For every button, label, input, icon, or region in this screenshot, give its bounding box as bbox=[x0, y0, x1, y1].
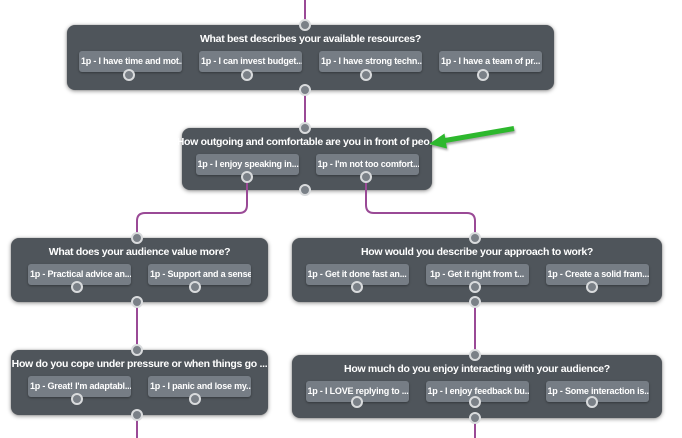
connector-endpoint[interactable] bbox=[469, 349, 481, 361]
answer-button[interactable]: 1p - I have strong techn... bbox=[319, 51, 422, 72]
connector-endpoint[interactable] bbox=[241, 171, 253, 183]
connector-endpoint[interactable] bbox=[299, 122, 311, 134]
connector-endpoint[interactable] bbox=[351, 281, 363, 293]
connector-endpoint[interactable] bbox=[469, 296, 481, 308]
question-title: How do you cope under pressure or when t… bbox=[11, 358, 268, 370]
question-title: How would you describe your approach to … bbox=[360, 246, 594, 258]
connector-endpoint[interactable] bbox=[299, 184, 311, 196]
answers-row: 1p - I have time and mot... 1p - I can i… bbox=[79, 51, 542, 72]
question-title: What best describes your available resou… bbox=[199, 33, 422, 45]
connector-endpoint[interactable] bbox=[469, 281, 481, 293]
connector-endpoint[interactable] bbox=[131, 409, 143, 421]
question-node-interaction[interactable]: How much do you enjoy interacting with y… bbox=[292, 355, 662, 418]
answer-button[interactable]: 1p - I enjoy feedback bu... bbox=[425, 381, 529, 402]
connector-endpoint[interactable] bbox=[360, 69, 372, 81]
connector-endpoint[interactable] bbox=[360, 171, 372, 183]
answer-button[interactable]: 1p - I LOVE replying to ... bbox=[305, 381, 409, 402]
answer-button[interactable]: 1p - Get it right from t... bbox=[425, 264, 529, 285]
connector-endpoint[interactable] bbox=[586, 281, 598, 293]
connector-endpoint[interactable] bbox=[189, 393, 201, 405]
answer-button[interactable]: 1p - Create a solid fram... bbox=[545, 264, 649, 285]
connector-endpoint[interactable] bbox=[241, 69, 253, 81]
connector-endpoint[interactable] bbox=[299, 84, 311, 96]
answer-button[interactable]: 1p - I panic and lose my... bbox=[148, 376, 251, 397]
connector-endpoint[interactable] bbox=[586, 396, 598, 408]
connector-endpoint[interactable] bbox=[123, 69, 135, 81]
answer-button[interactable]: 1p - Great! I'm adaptabl... bbox=[28, 376, 131, 397]
question-node-outgoing[interactable]: How outgoing and comfortable are you in … bbox=[177, 128, 438, 190]
answer-button[interactable]: 1p - I have a team of pr... bbox=[439, 51, 542, 72]
answers-row: 1p - Great! I'm adaptabl... 1p - I panic… bbox=[28, 376, 251, 397]
question-node-resources[interactable]: What best describes your available resou… bbox=[67, 25, 554, 90]
connector-endpoint[interactable] bbox=[71, 393, 83, 405]
answers-row: 1p - I enjoy speaking in... 1p - I'm not… bbox=[195, 154, 419, 175]
answer-button[interactable]: 1p - I can invest budget... bbox=[199, 51, 302, 72]
connector-endpoint[interactable] bbox=[351, 396, 363, 408]
answer-button[interactable]: 1p - I'm not too comfort... bbox=[315, 154, 419, 175]
question-node-pressure[interactable]: How do you cope under pressure or when t… bbox=[11, 350, 268, 415]
answer-button[interactable]: 1p - Get it done fast an... bbox=[305, 264, 409, 285]
connector-endpoint[interactable] bbox=[469, 396, 481, 408]
answers-row: 1p - I LOVE replying to ... 1p - I enjoy… bbox=[305, 381, 649, 402]
question-title: How much do you enjoy interacting with y… bbox=[344, 363, 610, 375]
question-title: What does your audience value more? bbox=[48, 246, 231, 258]
answers-row: 1p - Get it done fast an... 1p - Get it … bbox=[305, 264, 649, 285]
connector-endpoint[interactable] bbox=[131, 232, 143, 244]
connector-endpoint[interactable] bbox=[477, 69, 489, 81]
answers-row: 1p - Practical advice an... 1p - Support… bbox=[28, 264, 251, 285]
connector-endpoint[interactable] bbox=[71, 281, 83, 293]
answer-button[interactable]: 1p - I enjoy speaking in... bbox=[195, 154, 299, 175]
answer-button[interactable]: 1p - Support and a sense... bbox=[148, 264, 251, 285]
answer-button[interactable]: 1p - Some interaction is... bbox=[545, 381, 649, 402]
answer-button[interactable]: 1p - Practical advice an... bbox=[28, 264, 131, 285]
connector-endpoint[interactable] bbox=[299, 19, 311, 31]
answer-button[interactable]: 1p - I have time and mot... bbox=[79, 51, 182, 72]
connector-endpoint[interactable] bbox=[469, 232, 481, 244]
question-node-audience-value[interactable]: What does your audience value more? 1p -… bbox=[11, 238, 268, 302]
connector-endpoint[interactable] bbox=[131, 344, 143, 356]
connector-endpoint[interactable] bbox=[131, 296, 143, 308]
connector-endpoint[interactable] bbox=[469, 412, 481, 424]
question-title: How outgoing and comfortable are you in … bbox=[176, 136, 438, 148]
connector-endpoint[interactable] bbox=[189, 281, 201, 293]
